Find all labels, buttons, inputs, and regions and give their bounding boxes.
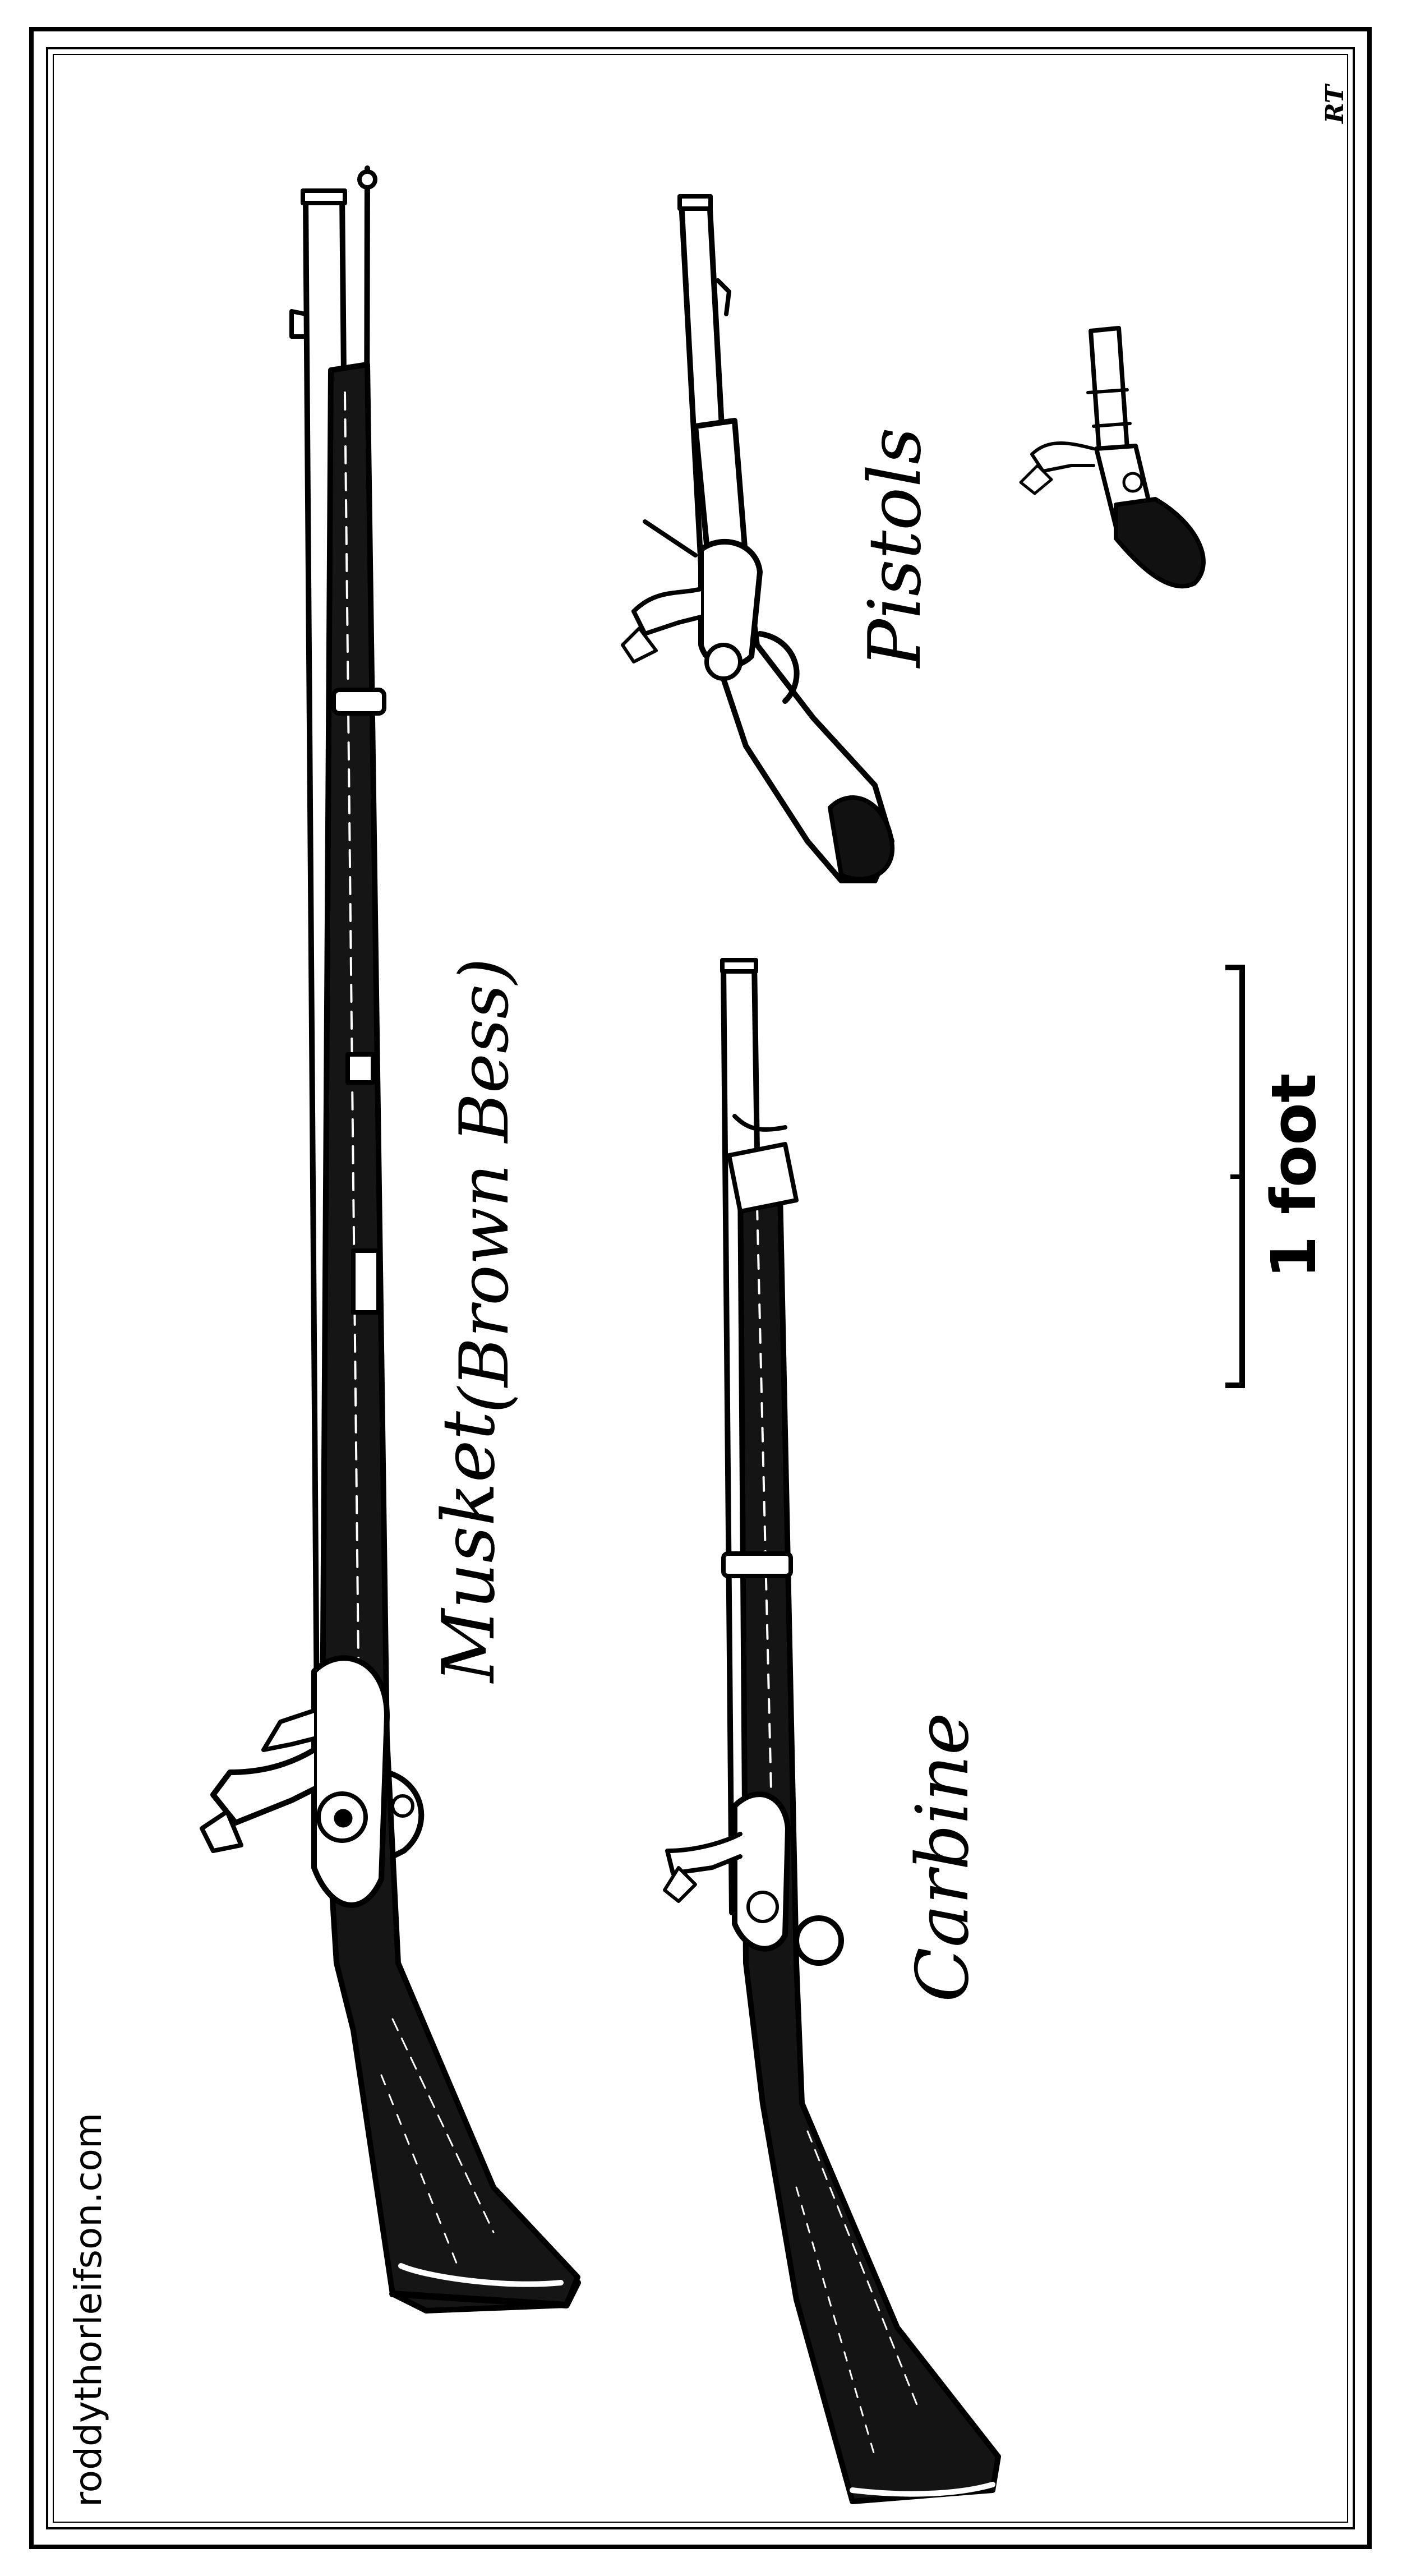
scale-bar: [1225, 965, 1245, 1388]
artist-monogram: RT: [1321, 83, 1349, 125]
inner-border-line: [53, 54, 1348, 2523]
inner-border: [46, 47, 1355, 2529]
musket-figure: [200, 165, 581, 2314]
credit-label: roddythorleifson.com: [67, 2113, 110, 2507]
pistols-label: Pistols: [854, 427, 937, 669]
musket-label-group: Musket (Brown Bess): [427, 958, 524, 1684]
carbine-label: Carbine: [901, 1713, 985, 2003]
musket-nickname-label: (Brown Bess): [446, 958, 524, 1413]
musket-label: Musket: [427, 1411, 511, 1684]
carbine-figure: [663, 958, 1001, 2504]
pistol-small-figure: [1019, 326, 1206, 589]
outer-border: [29, 27, 1372, 2549]
pistol-large-figure: [621, 194, 895, 883]
scale-label: 1 foot: [1258, 1073, 1330, 1279]
